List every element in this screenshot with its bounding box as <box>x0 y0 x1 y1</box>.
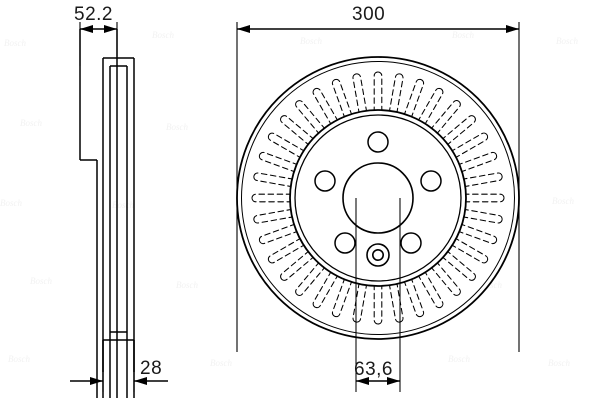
dimension-label-300: 300 <box>352 4 386 25</box>
bolt-hole <box>400 232 422 254</box>
dimension-63-6 <box>355 198 401 392</box>
dimension-label-28: 28 <box>140 358 163 379</box>
bolt-hole <box>314 170 336 192</box>
dimension-label-52-2: 52.2 <box>74 4 113 25</box>
bolt-hole <box>367 131 389 153</box>
disc-chamfer-ring <box>241 61 515 335</box>
dimension-label-63-6: 63,6 <box>354 359 393 380</box>
side-section-view <box>70 22 168 398</box>
bolt-hole <box>420 170 442 192</box>
cooling-vane-group <box>251 71 505 325</box>
friction-ring-profile <box>102 57 135 398</box>
ring-bottom-closure <box>102 331 135 372</box>
dimension-28 <box>70 340 168 392</box>
front-face-view <box>236 22 520 392</box>
bolt-hole-group <box>314 131 442 254</box>
bolt-hole <box>334 232 356 254</box>
locating-pin-hole <box>366 243 390 267</box>
centre-bore <box>342 162 414 234</box>
disc-hat-profile <box>79 29 118 398</box>
